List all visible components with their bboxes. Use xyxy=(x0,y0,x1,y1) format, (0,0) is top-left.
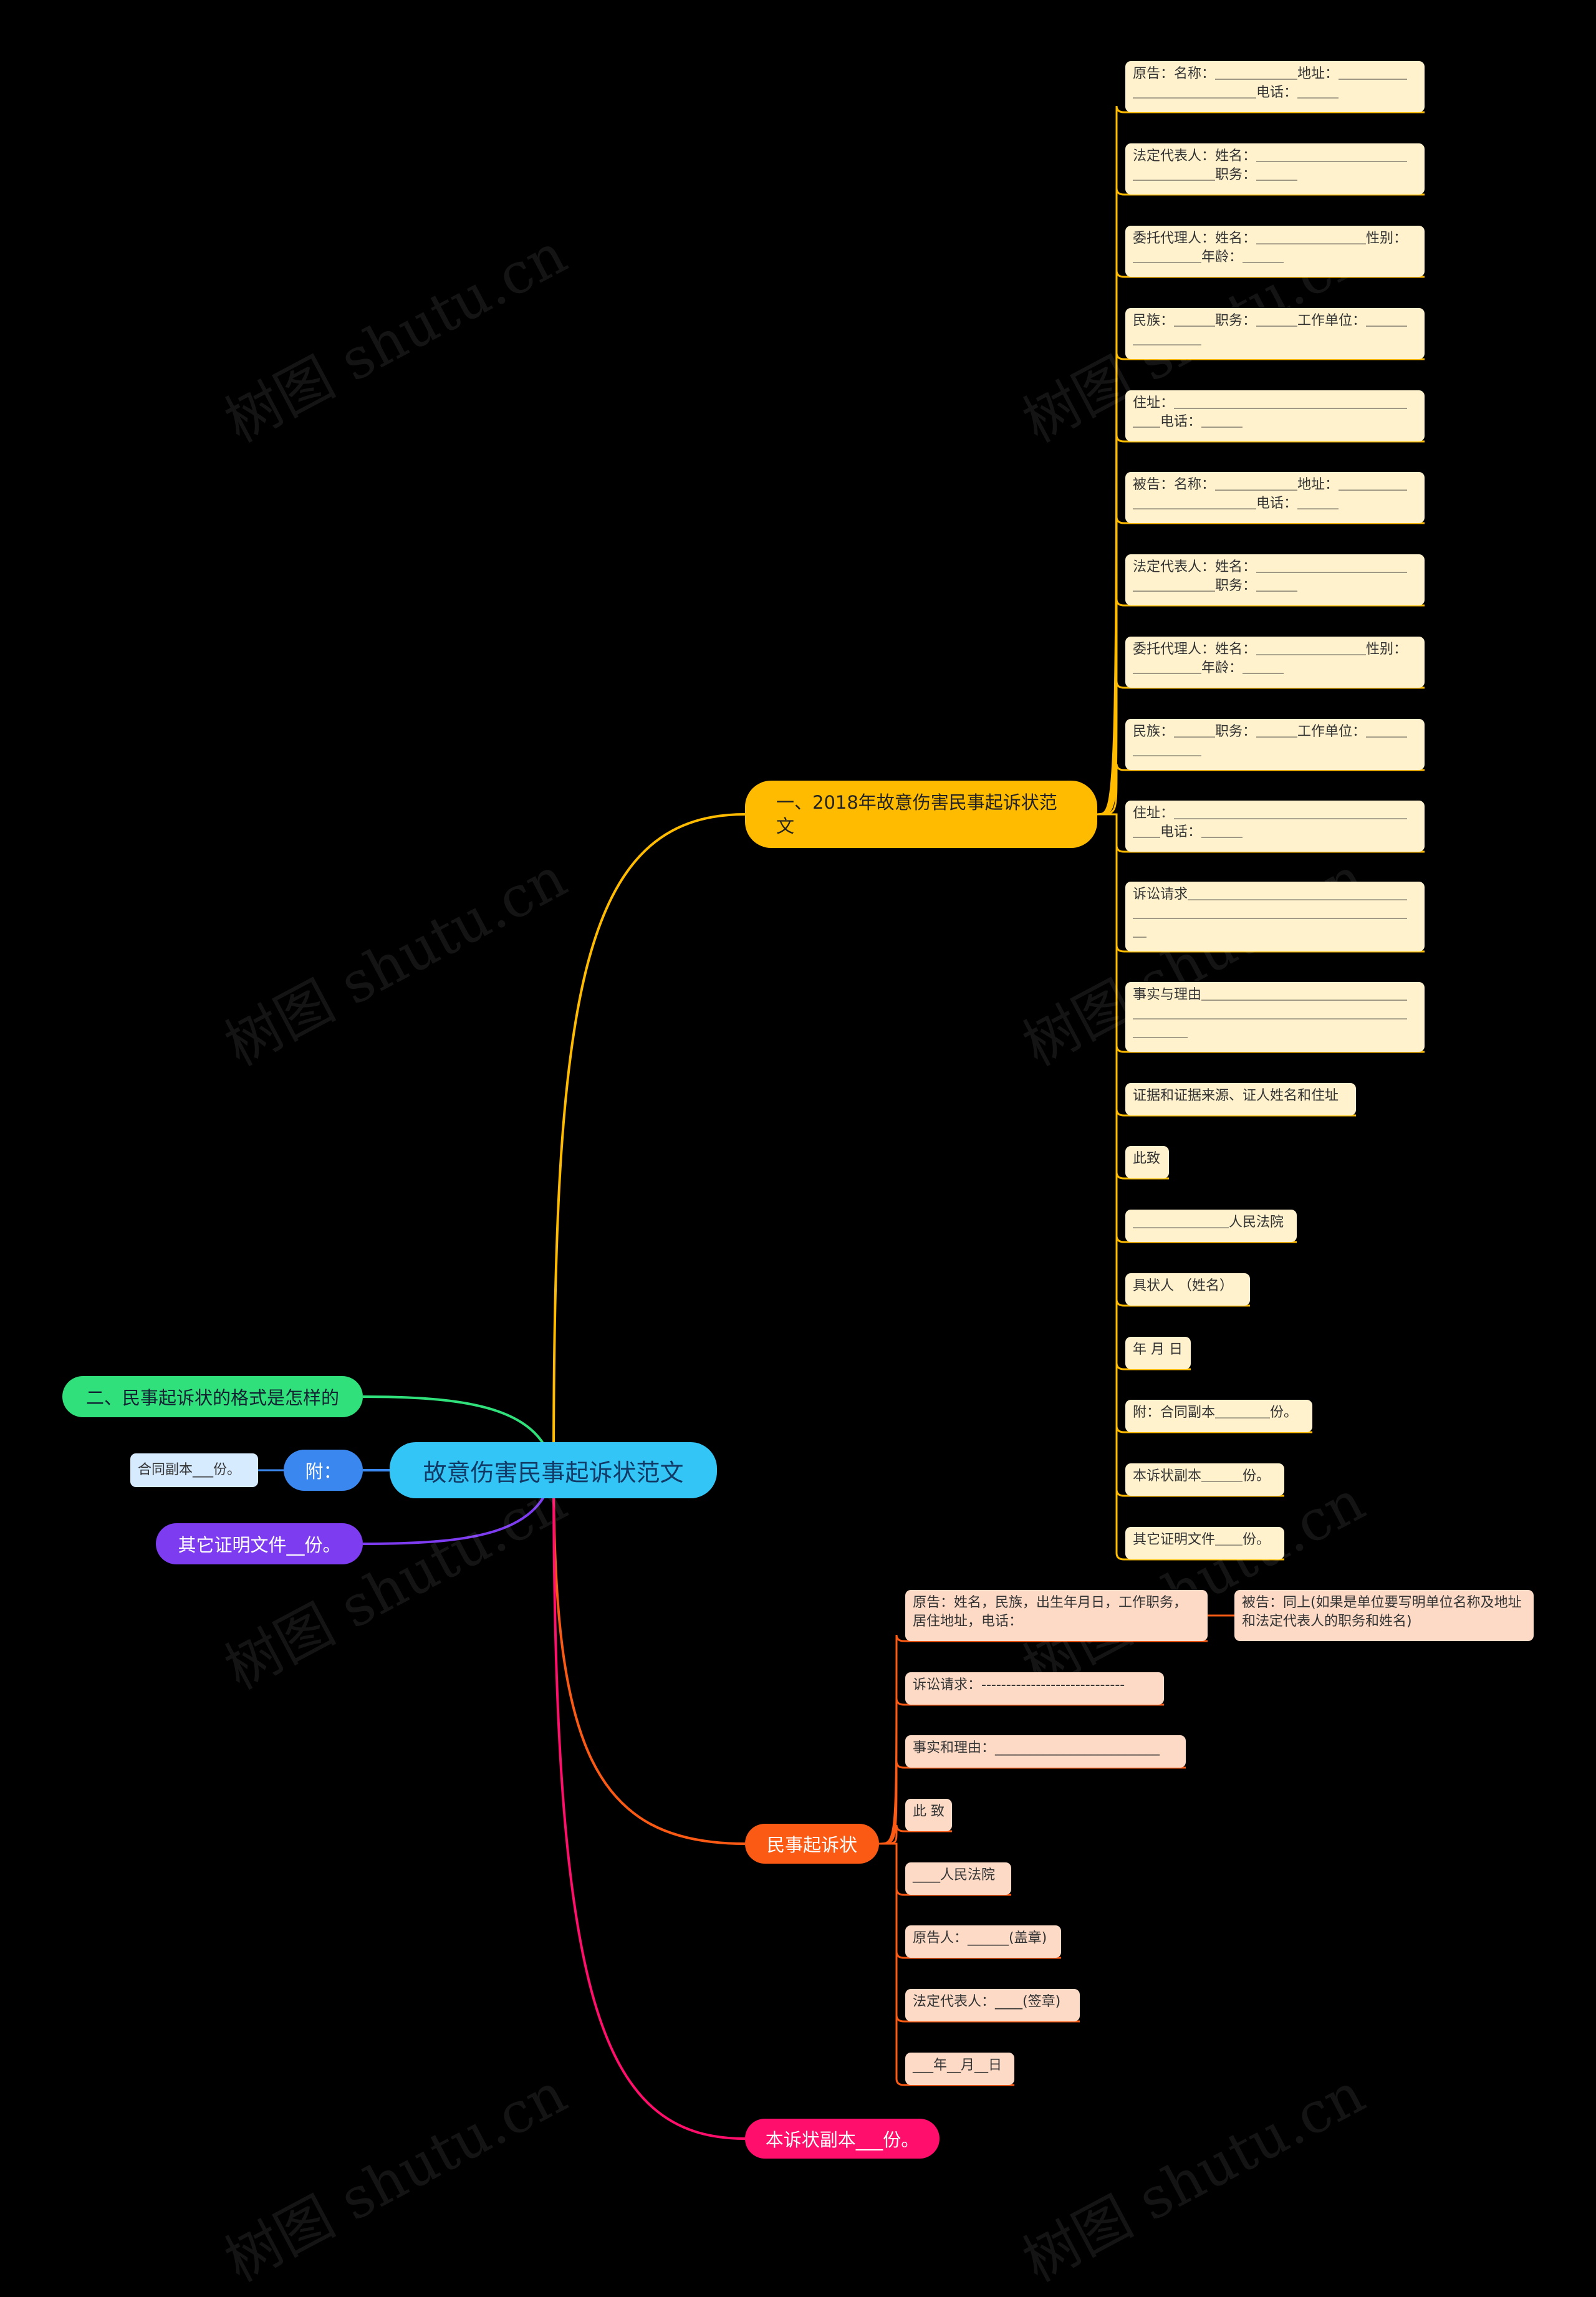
sample-leaf[interactable]: 其它证明文件＿＿份。 xyxy=(1125,1527,1284,1559)
root-node[interactable]: 故意伤害民事起诉状范文 xyxy=(390,1442,717,1498)
complaint-leaf-text: 事实和理由：________________________ xyxy=(913,1740,1160,1756)
complaint-leaf[interactable]: 诉讼请求：----------------------------- xyxy=(905,1672,1164,1705)
sample-leaf[interactable]: 民族：＿＿＿职务：＿＿＿工作单位：＿＿＿＿＿＿＿＿ xyxy=(1125,719,1425,770)
sample-leaf-link xyxy=(1097,105,1425,816)
branch-format[interactable]: 二、民事起诉状的格式是怎样的 xyxy=(62,1376,363,1417)
sample-leaf-text: 委托代理人：姓名：＿＿＿＿＿＿＿＿性别：＿＿＿＿＿年龄：＿＿＿ xyxy=(1133,642,1408,676)
link-root-complaint xyxy=(552,1470,746,1845)
sample-leaf-text: ＿＿＿＿＿＿＿人民法院 xyxy=(1133,1215,1284,1230)
sample-leaf[interactable]: 法定代表人：姓名：＿＿＿＿＿＿＿＿＿＿＿＿＿＿＿＿＿职务：＿＿＿ xyxy=(1125,143,1425,195)
sample-leaf-link xyxy=(1097,813,1284,1561)
sample-leaf-text: 住址：＿＿＿＿＿＿＿＿＿＿＿＿＿＿＿＿＿＿＿电话：＿＿＿ xyxy=(1133,395,1408,430)
complaint-leaf[interactable]: 此 致 xyxy=(905,1799,952,1831)
branch-sample[interactable]: 一、2018年故意伤害民事起诉状范文 xyxy=(745,781,1097,848)
branch-copies[interactable]: 本诉状副本___份。 xyxy=(745,2119,940,2159)
complaint-leaf-text: ___年__月__日 xyxy=(913,2058,1002,2073)
sample-leaf-text: 事实与理由＿＿＿＿＿＿＿＿＿＿＿＿＿＿＿＿＿＿＿＿＿＿＿＿＿＿＿＿＿＿＿＿＿＿＿… xyxy=(1133,987,1408,1040)
sample-leaf-text: 法定代表人：姓名：＿＿＿＿＿＿＿＿＿＿＿＿＿＿＿＿＿职务：＿＿＿ xyxy=(1133,148,1408,183)
branch-attachment[interactable]: 附： xyxy=(284,1450,363,1491)
sample-leaf-text: 证据和证据来源、证人姓名和住址 xyxy=(1133,1088,1339,1104)
sample-leaf[interactable]: 证据和证据来源、证人姓名和住址 xyxy=(1125,1083,1356,1115)
sample-leaf[interactable]: 委托代理人：姓名：＿＿＿＿＿＿＿＿性别：＿＿＿＿＿年龄：＿＿＿ xyxy=(1125,226,1425,277)
sample-leaf[interactable]: 具状人 （姓名） xyxy=(1125,1273,1250,1306)
sample-leaf[interactable]: 此致 xyxy=(1125,1146,1169,1178)
complaint-leaf[interactable]: ____人民法院 xyxy=(905,1862,1011,1895)
complaint-leaf[interactable]: ___年__月__日 xyxy=(905,2053,1014,2085)
sample-leaf-text: 年 月 日 xyxy=(1133,1342,1183,1357)
sample-leaf-text: 被告：名称：＿＿＿＿＿＿地址：＿＿＿＿＿＿＿＿＿＿＿＿＿＿电话：＿＿＿ xyxy=(1133,477,1408,511)
complaint-leaf-text: 原告人：______(盖章) xyxy=(913,1930,1047,1946)
complaint-leaf-link xyxy=(878,1761,1186,1845)
sample-leaf[interactable]: 本诉状副本＿＿＿份。 xyxy=(1125,1463,1284,1496)
sample-leaf[interactable]: ＿＿＿＿＿＿＿人民法院 xyxy=(1125,1210,1297,1242)
sample-leaf[interactable]: 被告：名称：＿＿＿＿＿＿地址：＿＿＿＿＿＿＿＿＿＿＿＿＿＿电话：＿＿＿ xyxy=(1125,472,1425,523)
sample-leaf-text: 住址：＿＿＿＿＿＿＿＿＿＿＿＿＿＿＿＿＿＿＿电话：＿＿＿ xyxy=(1133,806,1408,840)
sample-leaf-text: 具状人 （姓名） xyxy=(1133,1278,1233,1294)
sample-leaf-link xyxy=(1097,763,1425,816)
sample-leaf-text: 委托代理人：姓名：＿＿＿＿＿＿＿＿性别：＿＿＿＿＿年龄：＿＿＿ xyxy=(1133,231,1408,265)
connector-lines xyxy=(258,105,1425,2140)
sample-leaf-link xyxy=(1097,813,1356,1117)
complaint-leaf[interactable]: 法定代表人：____(签章) xyxy=(905,1989,1080,2021)
complaint-leaf-text: 原告：姓名，民族，出生年月日，工作职务，居住地址，电话： xyxy=(913,1595,1188,1629)
sample-leaf-text: 原告：名称：＿＿＿＿＿＿地址：＿＿＿＿＿＿＿＿＿＿＿＿＿＿电话：＿＿＿ xyxy=(1133,66,1408,100)
sample-leaf[interactable]: 事实与理由＿＿＿＿＿＿＿＿＿＿＿＿＿＿＿＿＿＿＿＿＿＿＿＿＿＿＿＿＿＿＿＿＿＿＿… xyxy=(1125,982,1425,1052)
complaint-sub-node[interactable]: 被告：同上(如果是单位要写明单位名称及地址和法定代表人的职务和姓名) xyxy=(1234,1590,1534,1641)
complaint-sub-text: 被告：同上(如果是单位要写明单位名称及地址和法定代表人的职务和姓名) xyxy=(1242,1595,1522,1629)
link-root-copies xyxy=(552,1470,746,2140)
sample-leaf[interactable]: 委托代理人：姓名：＿＿＿＿＿＿＿＿性别：＿＿＿＿＿年龄：＿＿＿ xyxy=(1125,637,1425,688)
branch-complaint[interactable]: 民事起诉状 xyxy=(745,1824,879,1864)
sample-leaf-text: 此致 xyxy=(1133,1151,1161,1167)
sample-leaf-text: 诉讼请求＿＿＿＿＿＿＿＿＿＿＿＿＿＿＿＿＿＿＿＿＿＿＿＿＿＿＿＿＿＿＿＿＿＿＿＿… xyxy=(1133,887,1408,940)
complaint-leaf-links xyxy=(878,1614,1234,2086)
branch-other-docs[interactable]: 其它证明文件__份。 xyxy=(156,1523,363,1564)
sample-leaf-text: 民族：＿＿＿职务：＿＿＿工作单位：＿＿＿＿＿＿＿＿ xyxy=(1133,313,1408,347)
sample-leaf[interactable]: 法定代表人：姓名：＿＿＿＿＿＿＿＿＿＿＿＿＿＿＿＿＿职务：＿＿＿ xyxy=(1125,554,1425,605)
complaint-leaf[interactable]: 原告：姓名，民族，出生年月日，工作职务，居住地址，电话： xyxy=(905,1590,1208,1641)
complaint-leaf-text: 诉讼请求：----------------------------- xyxy=(913,1677,1125,1693)
sample-leaf-links xyxy=(1097,105,1425,1561)
complaint-leaf-link xyxy=(879,1842,1014,2086)
sample-leaf[interactable]: 原告：名称：＿＿＿＿＿＿地址：＿＿＿＿＿＿＿＿＿＿＿＿＿＿电话：＿＿＿ xyxy=(1125,61,1425,112)
sample-leaf-link xyxy=(1097,599,1425,816)
link-root-sample xyxy=(552,813,746,1471)
sample-leaf-text: 本诉状副本＿＿＿份。 xyxy=(1133,1468,1271,1484)
attachment-child-node[interactable]: 合同副本___份。 xyxy=(130,1453,258,1487)
sample-leaf[interactable]: 住址：＿＿＿＿＿＿＿＿＿＿＿＿＿＿＿＿＿＿＿电话：＿＿＿ xyxy=(1125,801,1425,852)
sample-leaf[interactable]: 住址：＿＿＿＿＿＿＿＿＿＿＿＿＿＿＿＿＿＿＿电话：＿＿＿ xyxy=(1125,390,1425,441)
sample-leaf[interactable]: 年 月 日 xyxy=(1125,1337,1191,1369)
complaint-leaf[interactable]: 事实和理由：________________________ xyxy=(905,1735,1186,1768)
sample-leaf-text: 附：合同副本＿＿＿＿份。 xyxy=(1133,1405,1298,1420)
sample-leaf-text: 民族：＿＿＿职务：＿＿＿工作单位：＿＿＿＿＿＿＿＿ xyxy=(1133,724,1408,758)
sample-leaf[interactable]: 民族：＿＿＿职务：＿＿＿工作单位：＿＿＿＿＿＿＿＿ xyxy=(1125,308,1425,359)
complaint-leaf-text: 此 致 xyxy=(913,1804,945,1819)
sample-leaf-link xyxy=(1097,681,1425,816)
sample-leaf-text: 法定代表人：姓名：＿＿＿＿＿＿＿＿＿＿＿＿＿＿＿＿＿职务：＿＿＿ xyxy=(1133,559,1408,594)
complaint-leaf[interactable]: 原告人：______(盖章) xyxy=(905,1925,1061,1958)
complaint-leaf-text: ____人民法院 xyxy=(913,1867,996,1883)
sample-leaf[interactable]: 诉讼请求＿＿＿＿＿＿＿＿＿＿＿＿＿＿＿＿＿＿＿＿＿＿＿＿＿＿＿＿＿＿＿＿＿＿＿＿… xyxy=(1125,882,1425,951)
sample-leaf[interactable]: 附：合同副本＿＿＿＿份。 xyxy=(1125,1400,1312,1432)
complaint-leaf-text: 法定代表人：____(签章) xyxy=(913,1994,1061,2010)
sample-leaf-text: 其它证明文件＿＿份。 xyxy=(1133,1532,1271,1548)
